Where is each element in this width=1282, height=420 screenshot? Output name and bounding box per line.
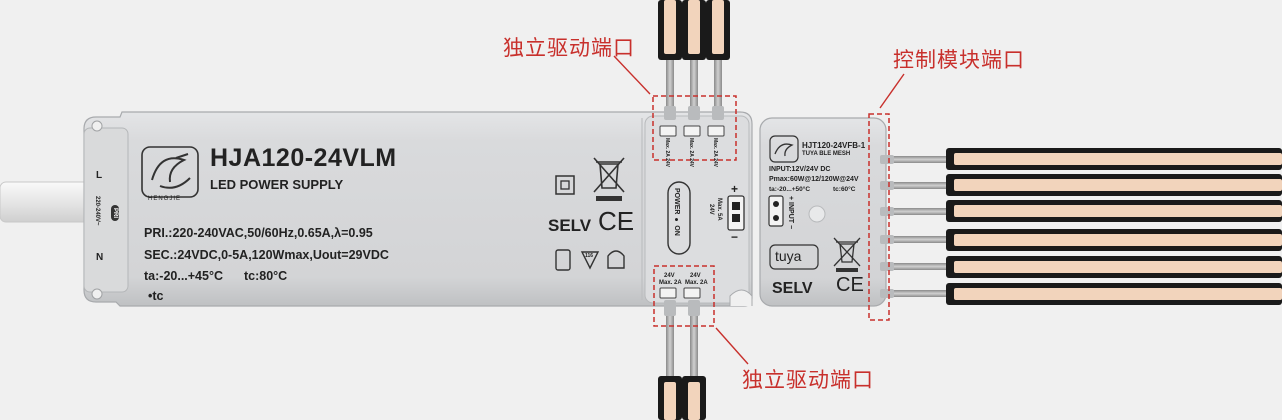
psu-left-endcap (83, 127, 129, 293)
module-ta: ta:-20...+50°C (769, 186, 811, 193)
callout-control-module-port: 控制模块端口 (893, 48, 1025, 72)
module-input-label: + INPUT − (787, 196, 794, 230)
module-selv: SELV (772, 280, 813, 297)
top-port-label-1: Max. 2A 24V (664, 138, 670, 167)
top-port-callout-box (652, 95, 737, 161)
bottom-port-1-voltage: 24V (664, 273, 675, 279)
psu-left-screw-hole-top (91, 120, 103, 132)
psu-model: HJA120-24VLM (210, 144, 397, 172)
top-port-label-3: Max. 2A 24V (712, 138, 718, 167)
psu-power-on-label: POWER ● ON (673, 188, 680, 236)
psu-left-screw-hole-bottom (91, 288, 103, 300)
psu-pri-badge: PRI (111, 205, 119, 222)
psu-right-screw-slot (729, 289, 753, 306)
psu-pri-spec: PRI.:220-240VAC,50/60Hz,0.65A,λ=0.95 (144, 226, 373, 240)
bottom-port-1-current: Max. 2A (659, 280, 682, 286)
luminaire-symbol (607, 250, 625, 269)
psu-input-n: N (96, 252, 104, 263)
module-button (808, 205, 826, 223)
psu-out-minus: − (731, 230, 739, 244)
module-model: HJT120-24VFB-1 (802, 141, 866, 150)
mains-cable (0, 181, 93, 223)
psu-logo-box (141, 146, 199, 198)
module-port-callout-box (868, 113, 890, 321)
psu-tc-point: •tc (148, 289, 164, 303)
tuya-logo-box (769, 244, 819, 270)
module-logo-box (769, 135, 799, 163)
top-port-sockets (659, 125, 725, 137)
psu-out-24v: 24V (708, 204, 714, 215)
bottom-port-sockets (659, 287, 701, 299)
module-input: INPUT:12V/24V DC (769, 166, 831, 173)
psu-logo-swoosh (151, 153, 191, 189)
triangle-116-mark (580, 251, 600, 270)
top-port-label-2: Max. 2A 24V (688, 138, 694, 167)
module-tc: tc:60°C (833, 186, 856, 193)
module-subtitle: TUYA BLE MESH (802, 151, 851, 157)
psu-subtitle: LED POWER SUPPLY (210, 177, 344, 192)
bottom-driver-wires (658, 300, 706, 420)
psu-ce: CE (598, 206, 635, 236)
psu-tc: tc:80°C (244, 269, 288, 283)
psu-input-voltage: 220-240V~ (94, 196, 100, 226)
bottom-port-2-voltage: 24V (690, 273, 701, 279)
bottom-port-callout-box (653, 265, 715, 327)
bottom-port-2-current: Max. 2A (685, 280, 708, 286)
psu-brand: HENGJIE (148, 196, 182, 202)
module-callout-leader (879, 73, 905, 109)
module-ce: CE (836, 274, 864, 296)
module-weee-icon (833, 237, 861, 267)
callout-bottom-driver-port: 独立驱动端口 (742, 368, 874, 392)
power-output-socket (727, 195, 745, 231)
top-callout-leader (613, 55, 651, 95)
module-input-socket (768, 195, 784, 227)
psu-input-l: L (96, 170, 103, 181)
callout-top-driver-port: 独立驱动端口 (503, 36, 635, 60)
power-on-pill (667, 181, 691, 255)
motor-symbol (555, 249, 571, 271)
weee-bin-icon (593, 157, 625, 193)
top-driver-wires (658, 0, 730, 120)
psu-out-plus: + (731, 182, 739, 196)
psu-sec-spec: SEC.:24VDC,0-5A,120Wmax,Uout=29VDC (144, 248, 389, 262)
psu-mark-116: 116 (585, 253, 594, 259)
psu-out-max: Max. 5A (716, 198, 722, 221)
bottom-callout-leader (715, 327, 749, 365)
module-pmax: Pmax:60W@12/120W@24V (769, 176, 859, 183)
module-tuya: tuya (775, 248, 802, 264)
class-ii-symbol (555, 175, 575, 195)
psu-selv: SELV (548, 216, 592, 235)
module-output-strips (880, 148, 1282, 305)
psu-ta: ta:-20...+45°C (144, 269, 223, 283)
